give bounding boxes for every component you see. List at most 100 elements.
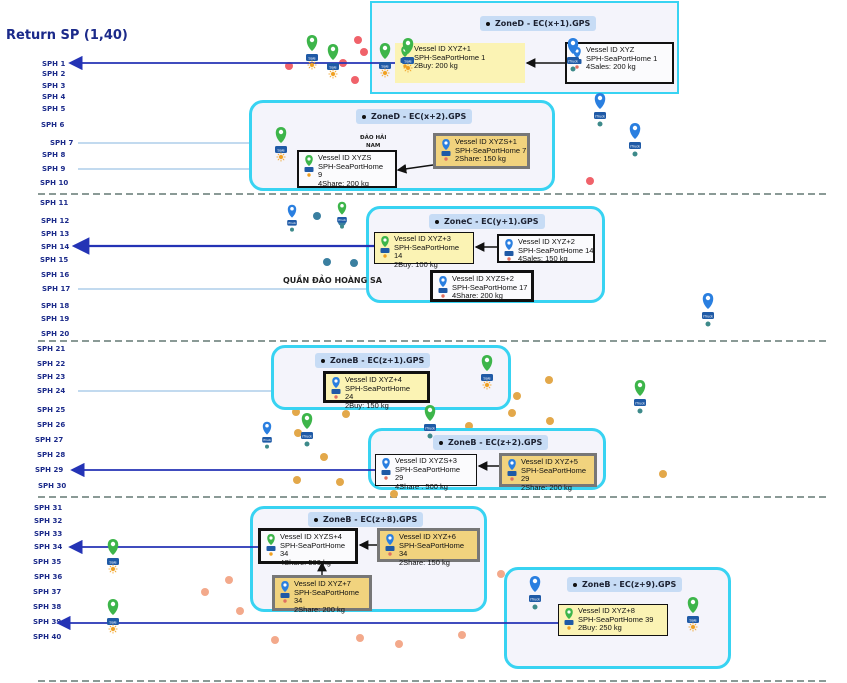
vessel-line: Vessel ID XYZ+8: [578, 606, 635, 615]
pin-dot: [269, 552, 273, 556]
vessel-line: SPH-SeaPortHome: [294, 587, 360, 597]
pin-tag: [504, 251, 514, 256]
vessel-line: 29: [521, 474, 530, 483]
vessel-line: 24: [345, 392, 354, 401]
map-dot: [659, 470, 667, 478]
map-dot: [225, 576, 233, 584]
map-dot: [458, 631, 466, 639]
map-dot: [497, 570, 505, 578]
pin-tag: [507, 471, 517, 476]
map-dot: [271, 636, 279, 644]
map-dot: [546, 417, 554, 425]
sph-label: SPH 7: [50, 139, 74, 147]
vessel-line: 2Share: 150 kg: [455, 154, 506, 163]
vessel-pin-icon: [381, 458, 391, 480]
map-dot: [292, 408, 300, 416]
pin-tag: [572, 59, 582, 64]
vessel-line: 4Share: 200 kg: [452, 291, 503, 300]
vessel-pin-icon: [564, 608, 574, 630]
vessel-pin-icon: [507, 459, 517, 481]
sph-label: SPH 13: [41, 230, 70, 238]
sph-label: SPH 30: [38, 482, 67, 490]
vessel-line: Vessel ID XYZ: [586, 45, 635, 54]
zone-label: ZoneB - EC(z+9).GPS: [567, 577, 683, 592]
pin-dot: [444, 157, 448, 161]
vessel-line: Vessel ID XYZ+3: [394, 234, 451, 243]
bullet-icon: [573, 582, 577, 587]
map-label-dao-hai-nam: ĐẢO HẢI NAM: [360, 135, 387, 149]
pin-hole: [307, 157, 311, 161]
vessel-line: 4Share: 500 kg: [280, 557, 331, 567]
vessel-line: SPH-SeaPortHome 39: [578, 614, 654, 624]
vessel-line: SPH-SeaPortHome 1: [586, 53, 658, 63]
map-dot: [236, 607, 244, 615]
map-dot: [508, 409, 516, 417]
map-dot: [390, 490, 398, 498]
vessel-pin-icon: [438, 276, 448, 298]
sph-label: SPH 31: [34, 504, 63, 512]
pin-tag: [441, 151, 451, 156]
sph-label: SPH 37: [33, 588, 62, 596]
pin-hole: [567, 610, 571, 614]
zone-label-text: ZoneB - EC(z+1).GPS: [330, 356, 425, 365]
pin-tag: [438, 288, 448, 293]
bullet-icon: [439, 440, 443, 445]
vessel-line: Vessel ID XYZS+4: [280, 532, 342, 541]
vessel-line: 2Share: 150 kg: [399, 557, 450, 567]
vessel-pin-icon: [572, 47, 582, 69]
zone-label: ZoneD - EC(x+2).GPS: [356, 109, 473, 124]
pin-dot: [384, 476, 388, 480]
pin-dot: [510, 477, 514, 481]
vessel-line: 2Share: 200 kg: [521, 482, 572, 492]
zone-b-z1: ZoneB - EC(z+1).GPS: [271, 345, 511, 410]
bullet-icon: [321, 358, 325, 363]
vessel-pin-icon: [504, 239, 514, 261]
zone-label-text: ZoneB - EC(z+2).GPS: [448, 438, 543, 447]
pin-tag: [380, 248, 390, 253]
vessel-line: 2Buy: 250 kg: [578, 623, 622, 632]
vessel-line: Vessel ID XYZS+1: [455, 137, 517, 146]
sph-label: SPH 9: [42, 165, 66, 173]
sph-label: SPH 38: [33, 603, 62, 611]
zone-label-text: ZoneC - EC(y+1).GPS: [444, 217, 539, 226]
sph-label: SPH 23: [37, 373, 66, 381]
map-dot: [285, 62, 293, 70]
sph-label: SPH 40: [33, 633, 62, 641]
vessel-line: SPH-SeaPortHome 7: [455, 145, 527, 155]
pin-tag: [400, 58, 410, 63]
vessel-pin-icon: [266, 534, 276, 556]
vessel-pin-icon: [380, 236, 390, 258]
zone-label: ZoneC - EC(y+1).GPS: [429, 214, 545, 229]
map-dot: [354, 36, 362, 44]
sph-label: SPH 33: [34, 530, 63, 538]
vessel-pin-icon: [400, 46, 410, 68]
sph-label: SPH 20: [41, 330, 70, 338]
sph-label: SPH 16: [41, 271, 70, 279]
sph-label: SPH 14: [41, 243, 70, 251]
sph-label: SPH 4: [42, 93, 66, 101]
pin-tag: [381, 470, 391, 475]
pin-hole: [510, 461, 514, 465]
vessel-line: Vessel ID XYZS: [318, 153, 372, 162]
pin-tag: [266, 546, 276, 551]
map-dot: [545, 376, 553, 384]
